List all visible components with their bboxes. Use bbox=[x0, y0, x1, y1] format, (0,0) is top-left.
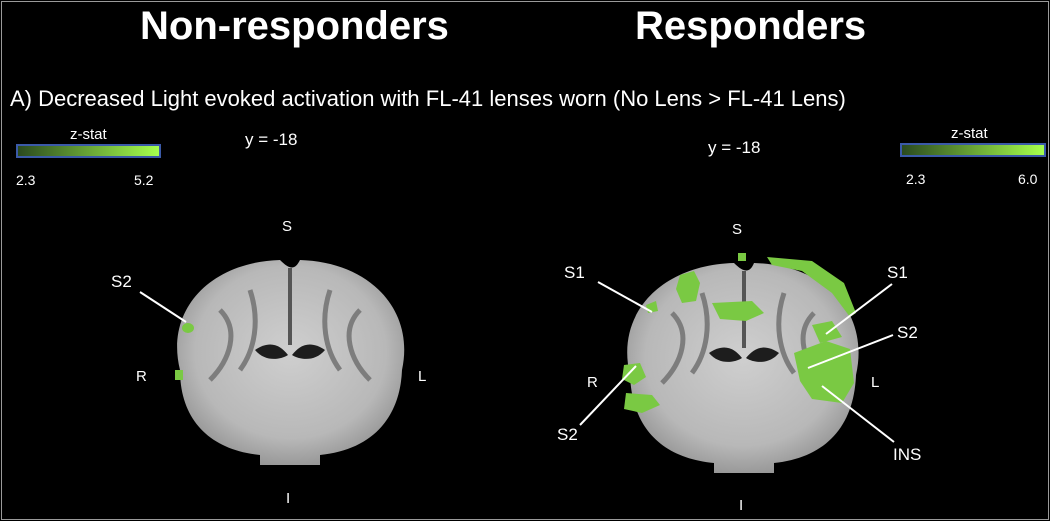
right-region-ins: INS bbox=[893, 445, 922, 464]
left-colorbar-max: 5.2 bbox=[134, 172, 154, 188]
right-right-label: R bbox=[587, 374, 598, 391]
right-colorbar-max: 6.0 bbox=[1018, 171, 1038, 187]
left-superior-label: S bbox=[282, 218, 293, 235]
left-slice-label: y = -18 bbox=[245, 130, 298, 149]
figure-caption: A) Decreased Light evoked activation wit… bbox=[10, 86, 846, 111]
right-colorbar bbox=[900, 143, 1046, 157]
right-region-s2-left: S2 bbox=[557, 425, 578, 444]
right-activation-s2-left bbox=[622, 363, 646, 385]
right-slice-label: y = -18 bbox=[708, 138, 761, 157]
left-activation-s2 bbox=[182, 323, 194, 333]
left-inferior-label: I bbox=[286, 490, 291, 507]
right-region-s2-right: S2 bbox=[897, 323, 918, 342]
left-colorbar bbox=[16, 144, 161, 158]
right-inferior-label: I bbox=[739, 497, 744, 514]
right-colorbar-title: z-stat bbox=[951, 125, 988, 142]
left-right-label: R bbox=[136, 368, 147, 385]
left-left-label: L bbox=[418, 368, 427, 385]
left-activation-r bbox=[175, 370, 183, 380]
right-brain-slice bbox=[622, 253, 859, 473]
right-colorbar-min: 2.3 bbox=[906, 171, 926, 187]
left-colorbar-min: 2.3 bbox=[16, 172, 36, 188]
left-region-s2: S2 bbox=[111, 272, 132, 291]
right-region-s1-right: S1 bbox=[887, 263, 908, 282]
heading-non-responders: Non-responders bbox=[140, 4, 449, 48]
right-superior-label: S bbox=[732, 221, 743, 238]
right-activation-top-left bbox=[676, 271, 700, 303]
right-activation-top-right bbox=[767, 257, 856, 317]
right-activation-medial bbox=[712, 301, 764, 321]
left-colorbar-title: z-stat bbox=[70, 126, 107, 143]
left-brain-slice bbox=[175, 260, 405, 465]
heading-responders: Responders bbox=[635, 4, 867, 48]
right-activation-top-center bbox=[738, 253, 746, 261]
right-region-s1-left: S1 bbox=[564, 263, 585, 282]
right-left-label: L bbox=[871, 374, 880, 391]
right-activation-lower-left bbox=[624, 393, 660, 413]
